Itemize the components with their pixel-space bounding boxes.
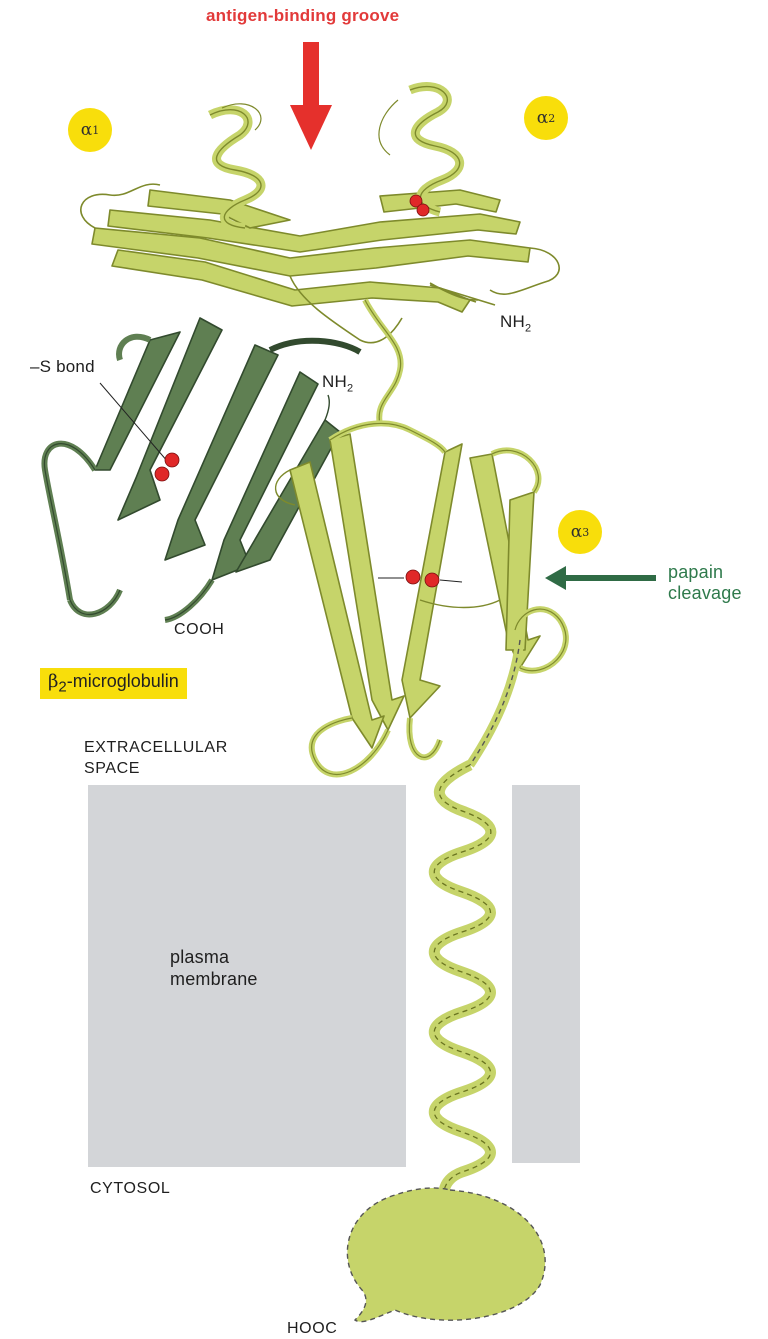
plasma-membrane-right-block [512, 785, 580, 1163]
extracellular-space-label: EXTRACELLULAR SPACE [84, 737, 228, 779]
alpha1-symbol: α [81, 120, 92, 140]
alpha3-subscript: 3 [582, 526, 589, 539]
beta2-microglobulin-label: β2-microglobulin [40, 668, 187, 699]
cooh-label: COOH [174, 621, 224, 639]
papain-cleavage-arrow [545, 566, 656, 590]
papain-label-line1: papain [668, 562, 742, 583]
beta2-subscript: 2 [58, 679, 66, 696]
cytoplasmic-tail [347, 1188, 545, 1322]
nh2-mid-text: NH [322, 372, 347, 391]
papain-label-line2: cleavage [668, 583, 742, 604]
nh2-mid-subscript: 2 [347, 382, 353, 394]
alpha2-subscript: 2 [548, 112, 555, 125]
transmembrane-helix [434, 765, 491, 1215]
plasma-membrane-label: plasma membrane [170, 946, 258, 990]
beta2-beta-symbol: β [48, 671, 58, 692]
alpha3-domain [276, 423, 566, 774]
alpha1-alpha2-domain [81, 184, 559, 425]
nh2-top-subscript: 2 [525, 322, 531, 334]
s-bond-label: –S bond [30, 357, 95, 377]
extracellular-line2: SPACE [84, 758, 228, 779]
alpha2-symbol: α [537, 108, 548, 128]
plasma-line1: plasma [170, 946, 258, 968]
nh2-mid-label: NH2 [322, 372, 353, 394]
alpha3-symbol: α [571, 522, 582, 542]
extracellular-line1: EXTRACELLULAR [84, 737, 228, 758]
groove-arrow [290, 42, 332, 150]
alpha3-to-transmembrane-linker [470, 640, 520, 765]
beta2-label-rest: -microglobulin [67, 671, 179, 691]
cytosol-label: CYTOSOL [90, 1180, 170, 1198]
hooc-label: HOOC [287, 1320, 337, 1338]
nh2-top-label: NH2 [500, 312, 531, 334]
groove-label: antigen-binding groove [206, 6, 399, 26]
alpha1-subscript: 1 [92, 124, 99, 137]
papain-cleavage-label: papain cleavage [668, 562, 742, 604]
nh2-top-text: NH [500, 312, 525, 331]
plasma-line2: membrane [170, 968, 258, 990]
